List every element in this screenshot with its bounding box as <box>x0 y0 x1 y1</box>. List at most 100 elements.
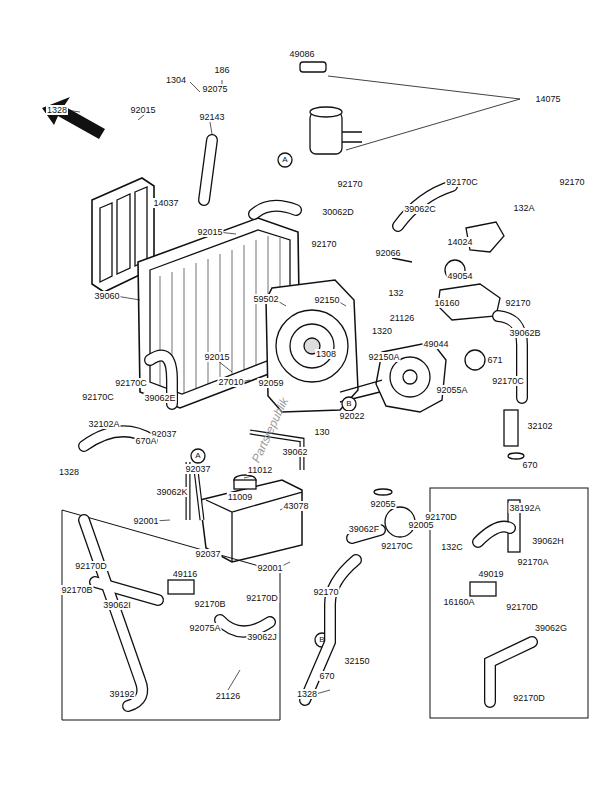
part-number: 14037 <box>152 198 179 208</box>
part-number: 92170C <box>380 541 414 551</box>
part-number: 92066 <box>374 248 401 258</box>
direction-arrow <box>42 97 105 139</box>
filler-neck <box>310 112 342 154</box>
part-number: 21126 <box>215 691 241 701</box>
drawing-part <box>220 620 270 632</box>
part-number: 32150 <box>343 656 370 666</box>
o-ring <box>465 350 485 370</box>
part-number: 21126 <box>389 313 415 323</box>
part-number: 92170 <box>558 177 585 187</box>
part-number: 92170D <box>512 693 546 703</box>
part-number: 92015 <box>129 105 156 115</box>
part-number: 670A <box>134 436 157 446</box>
part-number: 92075 <box>201 84 228 94</box>
part-number: 186 <box>213 65 230 75</box>
pump-impeller <box>390 357 430 397</box>
part-number: 39062K <box>155 487 188 497</box>
drawing-part <box>305 560 356 700</box>
part-number: 39192 <box>108 689 135 699</box>
part-number: 1320 <box>371 326 393 336</box>
part-number: 39062 <box>281 447 308 457</box>
filler-cap-seat <box>310 107 342 117</box>
pipe-32102 <box>504 410 518 446</box>
drawing-part <box>478 527 510 542</box>
inset-frame <box>430 488 588 718</box>
fan-ring <box>276 310 348 382</box>
part-number: 92075A <box>188 623 221 633</box>
part-number: 39062F <box>348 524 381 534</box>
drawing-part <box>84 520 142 706</box>
part-number: 39062E <box>143 393 176 403</box>
part-number: 92055 <box>369 499 396 509</box>
inset-frame <box>62 510 280 720</box>
part-number: 92170B <box>193 599 226 609</box>
part-number: 130 <box>313 427 330 437</box>
ref-circle <box>191 449 205 463</box>
drawing-part <box>196 470 202 520</box>
part-number: 39060 <box>93 291 120 301</box>
part-number: 92170C <box>445 177 479 187</box>
o-ring-670 <box>508 453 524 459</box>
part-number: 39062G <box>534 623 568 633</box>
part-number: 92150 <box>313 295 340 305</box>
part-number: 92015 <box>203 352 230 362</box>
part-number: 39062B <box>508 328 541 338</box>
grille-slot <box>135 187 147 266</box>
part-number: 49054 <box>446 271 473 281</box>
drawing-part <box>204 140 212 200</box>
part-number: 1328 <box>58 467 80 477</box>
part-number: 92170D <box>505 602 539 612</box>
ref-circle <box>342 397 356 411</box>
part-number: 92037 <box>194 549 221 559</box>
part-number: 132C <box>440 542 464 552</box>
drawing-part <box>84 520 142 706</box>
part-number: 1304 <box>165 75 187 85</box>
part-number: 92170C <box>114 378 148 388</box>
part-number: 39062J <box>246 632 278 642</box>
part-number: 39062H <box>531 536 565 546</box>
part-number: 92059 <box>257 378 284 388</box>
part-number: 92015 <box>196 227 223 237</box>
part-number: 92170 <box>310 239 337 249</box>
filler-outlet <box>342 132 362 142</box>
part-number: 30062D <box>321 207 355 217</box>
part-number: 92037 <box>184 464 211 474</box>
part-number: 1328 <box>296 689 318 699</box>
part-number: 671 <box>486 355 503 365</box>
drawing-part <box>196 470 202 520</box>
part-number: 92170B <box>60 585 93 595</box>
drawing-part <box>478 527 510 542</box>
part-number: 92022 <box>338 411 365 421</box>
leader-lines <box>66 80 346 694</box>
part-number: 92170A <box>516 557 549 567</box>
part-number: 670 <box>521 460 538 470</box>
part-number: 49044 <box>422 339 449 349</box>
part-number: 49116 <box>172 569 198 579</box>
part-number: 92001 <box>256 563 283 573</box>
part-number: 92170D <box>245 593 279 603</box>
part-number: 92170 <box>504 298 531 308</box>
fitting-49116 <box>168 580 194 594</box>
reference-letter: B <box>318 635 325 645</box>
reference-letter: A <box>194 451 201 461</box>
drawing-part <box>398 186 452 226</box>
part-number: 38192A <box>508 503 541 513</box>
drawing-part <box>220 620 270 632</box>
drawing-part <box>204 140 212 200</box>
part-number: 16160A <box>442 597 475 607</box>
part-number: 1308 <box>315 349 337 359</box>
fan-shroud <box>266 280 358 412</box>
part-number: 16160 <box>433 298 460 308</box>
grille-slot <box>100 203 112 282</box>
drawing-part <box>398 186 452 226</box>
drawing-part <box>254 206 296 214</box>
part-number: 670 <box>318 671 335 681</box>
cap-49086 <box>300 62 326 72</box>
part-number: 132 <box>387 288 404 298</box>
part-number: 14024 <box>446 237 473 247</box>
part-number: 92001 <box>132 516 159 526</box>
drawing-part <box>95 582 158 600</box>
part-number: 92150A <box>367 352 400 362</box>
part-number: 14075 <box>534 94 561 104</box>
